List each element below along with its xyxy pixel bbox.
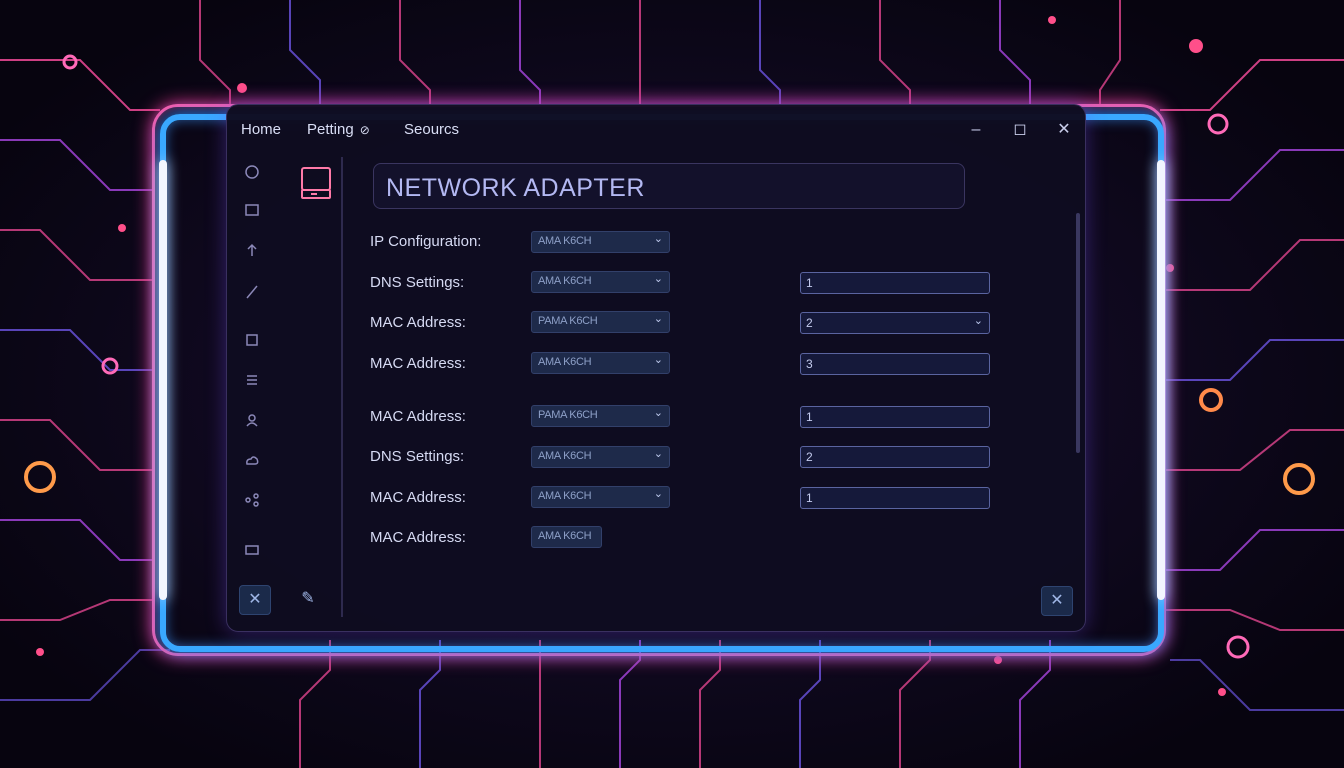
row-label: DNS Settings: — [370, 274, 465, 291]
home-icon[interactable] — [243, 163, 261, 181]
menu-petting[interactable]: Petting ⊘ — [307, 121, 370, 138]
scrollbar[interactable] — [1076, 213, 1080, 453]
user-icon[interactable] — [243, 411, 261, 429]
chevron-down-icon: ⌄ — [653, 354, 663, 366]
close-button[interactable]: ✕ — [1057, 121, 1071, 138]
minimize-button[interactable]: – — [971, 121, 981, 138]
tool-button[interactable]: ✎ — [293, 585, 323, 613]
mac-address-tag[interactable]: AMA K6CH — [531, 526, 602, 548]
select-value: AMA K6CH — [538, 235, 592, 247]
sidebar — [227, 153, 279, 631]
chevron-down-icon: ⌄ — [653, 488, 663, 500]
mac-address-field[interactable]: 1 — [800, 406, 990, 428]
row-label: DNS Settings: — [370, 448, 465, 465]
dns-settings-select[interactable]: AMA K6CH ⌄ — [531, 271, 670, 293]
dns-settings-field[interactable]: 1 — [800, 272, 990, 294]
mac-address-field[interactable]: 1 — [800, 487, 990, 509]
pen-icon[interactable] — [243, 283, 261, 301]
select-value: PAMA K6CH — [538, 315, 598, 327]
select-value: AMA K6CH — [538, 490, 592, 502]
chevron-down-icon: ⌄ — [653, 233, 663, 245]
chevron-down-icon: ⌄ — [973, 315, 983, 327]
monitor-icon[interactable] — [243, 541, 261, 559]
close-right-button[interactable]: ✕ — [1041, 586, 1073, 616]
close-icon: ✕ — [248, 591, 262, 608]
menu-seourcs[interactable]: Seourcs — [404, 121, 460, 138]
row-label: IP Configuration: — [370, 233, 482, 250]
arrow-up-icon[interactable] — [243, 241, 261, 259]
dns-settings-field[interactable]: 2 — [800, 446, 990, 468]
menubar: Home Petting ⊘ Seourcs – ◻ ✕ — [227, 105, 1085, 153]
close-left-button[interactable]: ✕ — [239, 585, 271, 615]
menu-petting-label: Petting — [307, 121, 354, 138]
select-value: AMA K6CH — [538, 450, 592, 462]
tag-value: AMA K6CH — [538, 530, 592, 542]
ip-config-select[interactable]: AMA K6CH ⌄ — [531, 231, 670, 253]
share-icon[interactable] — [243, 491, 261, 509]
chevron-down-icon: ⌄ — [653, 448, 663, 460]
field-value: 3 — [806, 357, 813, 371]
select-value: AMA K6CH — [538, 356, 592, 368]
row-label: MAC Address: — [370, 529, 466, 546]
field-value: 1 — [806, 276, 813, 290]
row-label: MAC Address: — [370, 489, 466, 506]
row-label: MAC Address: — [370, 314, 466, 331]
mac-address-field[interactable]: 2⌄ — [800, 312, 990, 334]
list-icon[interactable] — [243, 371, 261, 389]
page-title-box: NETWORK ADAPTER — [373, 163, 965, 209]
mac-address-select[interactable]: AMA K6CH ⌄ — [531, 352, 670, 374]
select-value: PAMA K6CH — [538, 409, 598, 421]
dns-settings-select[interactable]: AMA K6CH ⌄ — [531, 446, 670, 468]
grid-icon[interactable] — [243, 201, 261, 219]
row-label: MAC Address: — [370, 355, 466, 372]
petting-icon: ⊘ — [359, 123, 370, 137]
field-value: 2 — [806, 450, 813, 464]
field-value: 2 — [806, 316, 813, 330]
field-value: 1 — [806, 491, 813, 505]
mac-address-select[interactable]: PAMA K6CH ⌄ — [531, 405, 670, 427]
field-value: 1 — [806, 410, 813, 424]
mac-address-select[interactable]: PAMA K6CH ⌄ — [531, 311, 670, 333]
select-value: AMA K6CH — [538, 275, 592, 287]
sidebar-divider — [341, 157, 343, 617]
chevron-down-icon: ⌄ — [653, 273, 663, 285]
page-title: NETWORK ADAPTER — [386, 174, 645, 202]
chevron-down-icon: ⌄ — [653, 313, 663, 325]
network-adapter-window: Home Petting ⊘ Seourcs – ◻ ✕ NETWORK ADAP… — [226, 104, 1086, 632]
chevron-down-icon: ⌄ — [653, 407, 663, 419]
mac-address-select[interactable]: AMA K6CH ⌄ — [531, 486, 670, 508]
close-icon: ✕ — [1050, 592, 1064, 609]
cloud-icon[interactable] — [243, 451, 261, 469]
network-adapter-icon — [301, 167, 331, 199]
settings-icon[interactable] — [243, 331, 261, 349]
row-label: MAC Address: — [370, 408, 466, 425]
wrench-icon: ✎ — [301, 590, 315, 607]
maximize-button[interactable]: ◻ — [1013, 121, 1027, 138]
menu-home[interactable]: Home — [241, 121, 282, 138]
mac-address-field[interactable]: 3 — [800, 353, 990, 375]
